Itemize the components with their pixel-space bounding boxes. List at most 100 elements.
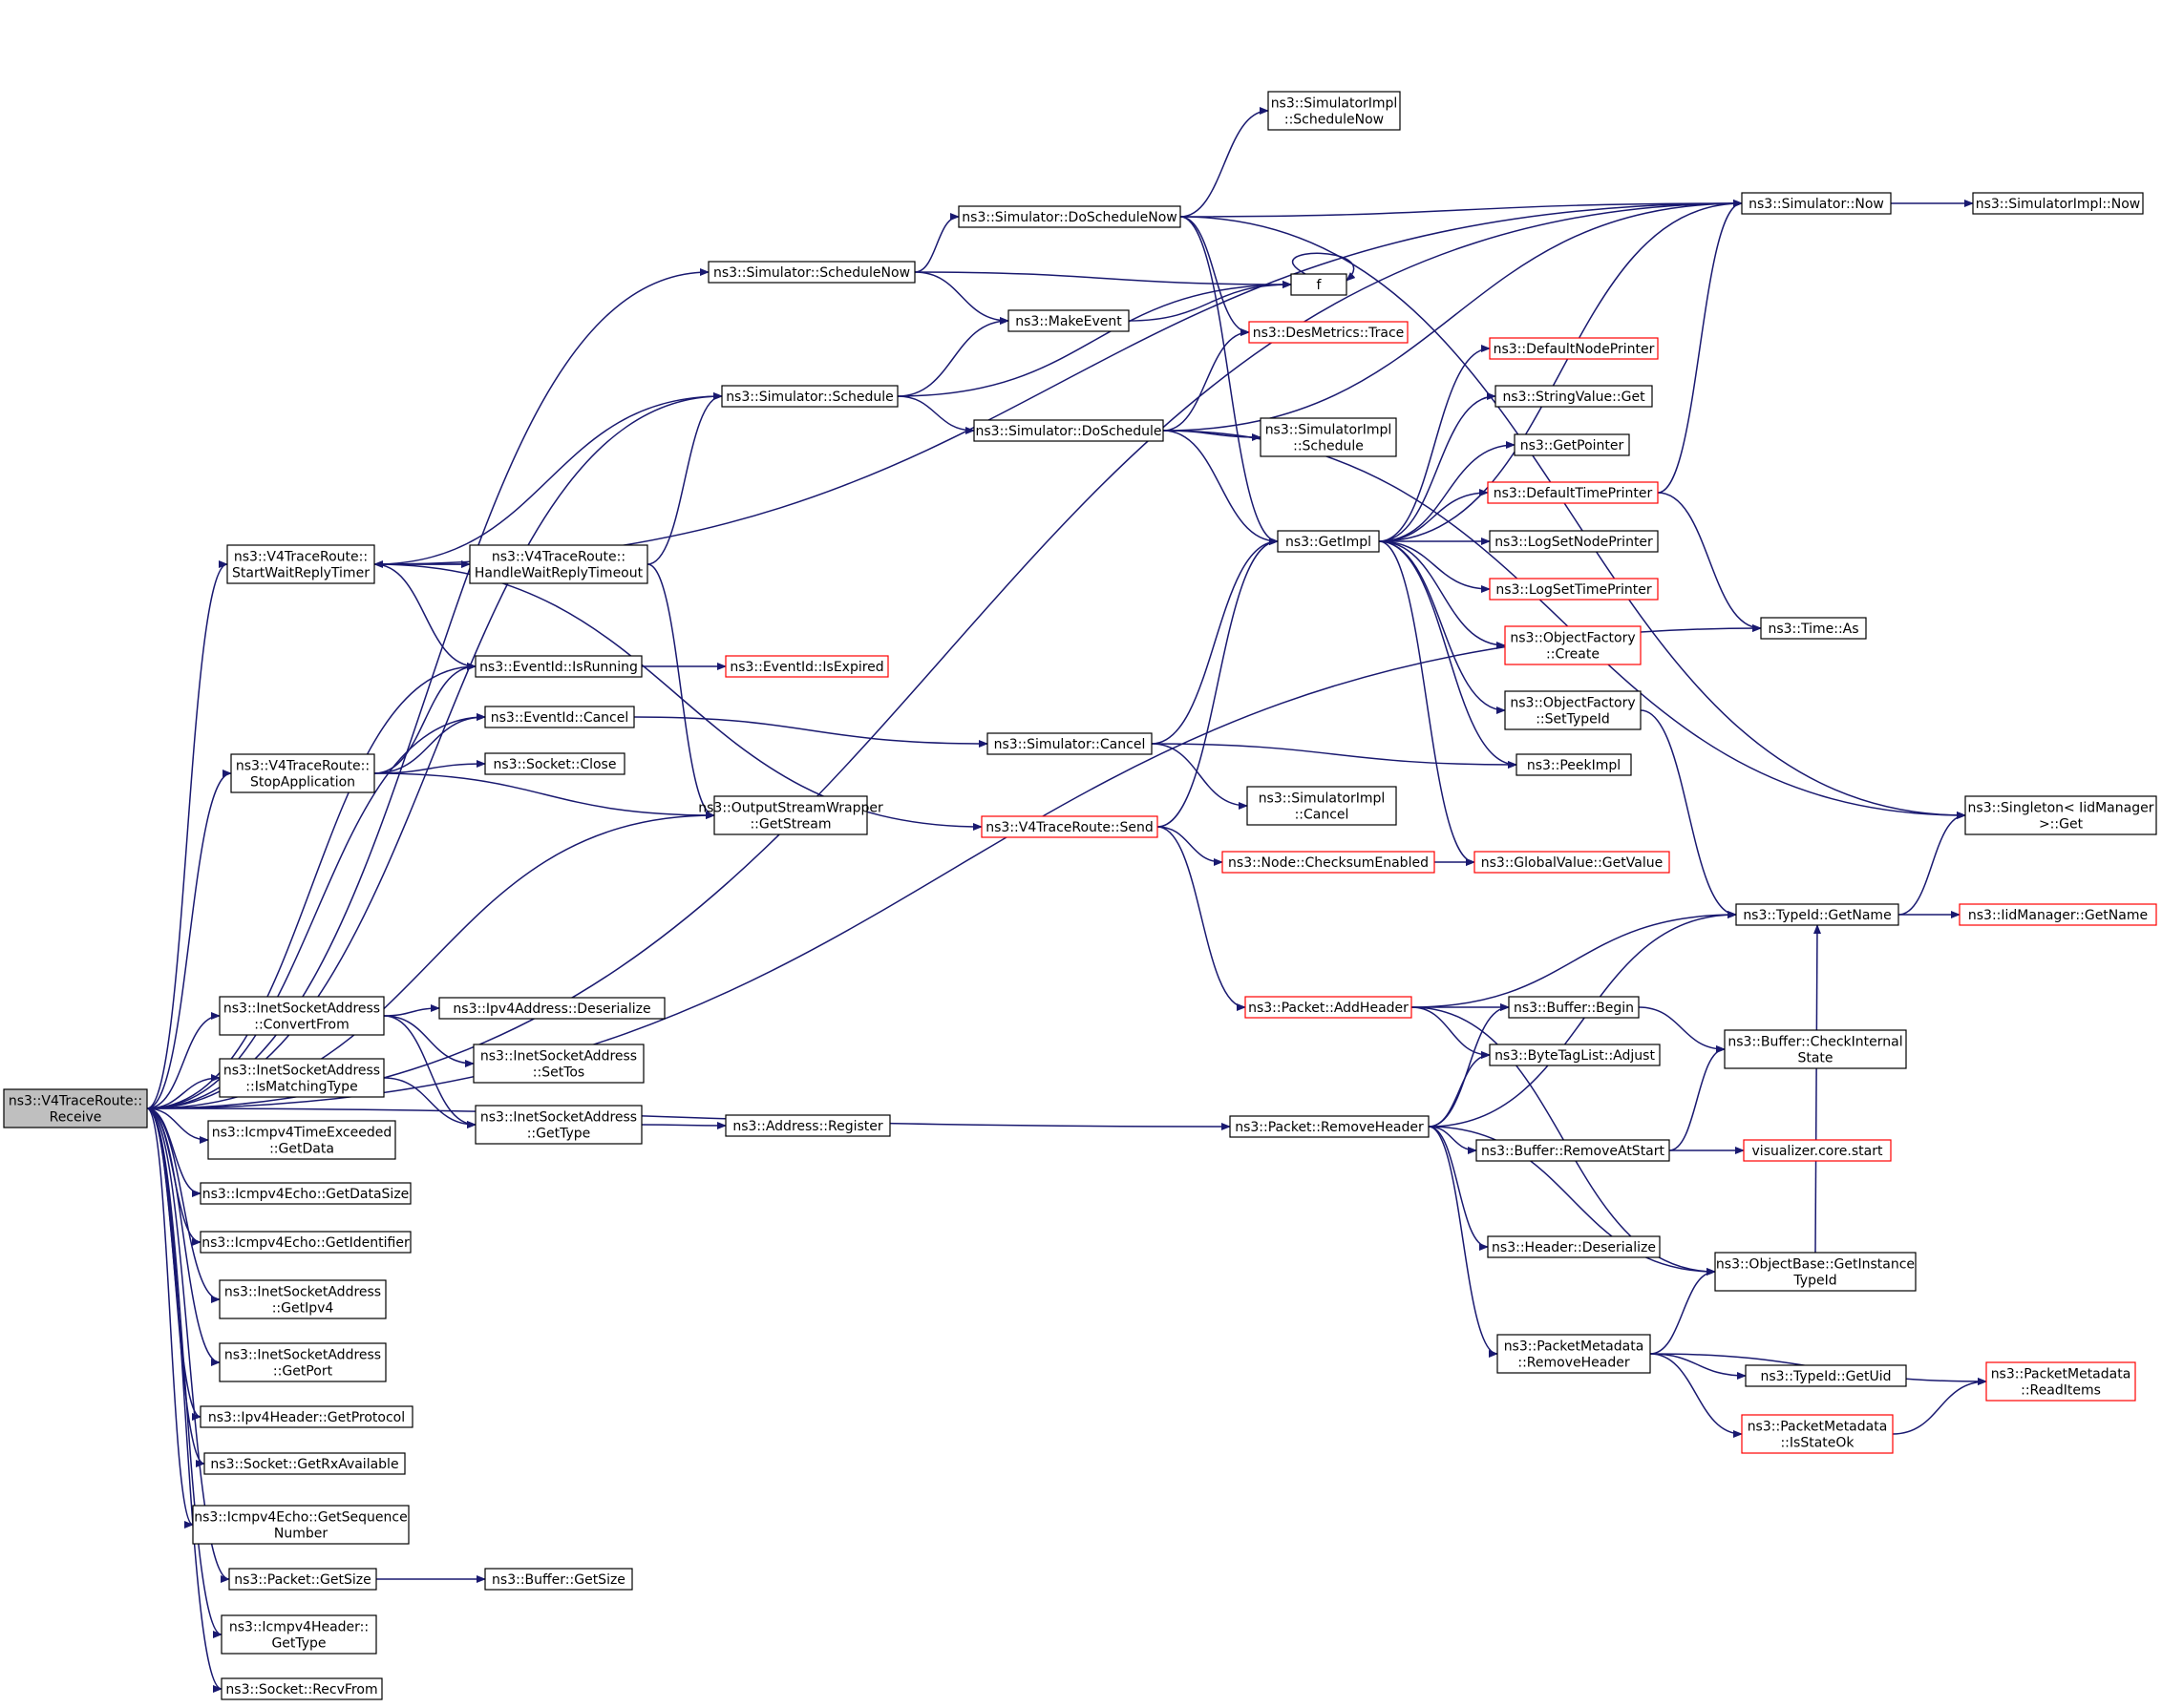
function-node-bufbegin[interactable]: ns3::Buffer::Begin: [1508, 996, 1640, 1019]
node-label-line: ns3::V4TraceRoute::: [236, 759, 370, 774]
function-node-sched[interactable]: ns3::Simulator::Schedule: [721, 385, 899, 408]
function-node-evcancel[interactable]: ns3::EventId::Cancel: [484, 706, 635, 728]
function-node-ismatching[interactable]: ns3::InetSocketAddress::IsMatchingType: [219, 1058, 385, 1098]
function-node-simnow[interactable]: ns3::Simulator::Now: [1741, 192, 1892, 215]
node-box: [981, 815, 1158, 838]
node-label-line: ns3::SimulatorImpl: [1265, 423, 1392, 438]
node-label-line: ::GetIpv4: [272, 1301, 334, 1317]
function-node-removeatstart[interactable]: ns3::Buffer::RemoveAtStart: [1475, 1139, 1670, 1162]
node-label-line: Number: [274, 1527, 328, 1542]
function-node-isstateok[interactable]: ns3::PacketMetadata::IsStateOk: [1741, 1414, 1894, 1454]
function-node-bufgetsize[interactable]: ns3::Buffer::GetSize: [484, 1568, 633, 1591]
function-node-dosched[interactable]: ns3::Simulator::DoSchedule: [973, 419, 1164, 442]
function-node-isexpired[interactable]: ns3::EventId::IsExpired: [725, 655, 889, 678]
node-label-line: ns3::TypeId::GetName: [1743, 908, 1891, 923]
function-node-getipv4[interactable]: ns3::InetSocketAddress::GetIpv4: [219, 1279, 387, 1319]
call-edge-root-to-schednow: [146, 268, 710, 1109]
function-node-sockclose[interactable]: ns3::Socket::Close: [484, 752, 625, 775]
call-edge-root-to-recvfrom: [146, 1107, 223, 1693]
call-edge-dosched-to-desmetrics: [1162, 328, 1250, 432]
function-node-peekimpl[interactable]: ns3::PeekImpl: [1516, 753, 1632, 776]
function-node-send[interactable]: ns3::V4TraceRoute::Send: [981, 815, 1158, 838]
function-node-implcancel[interactable]: ns3::SimulatorImpl::Cancel: [1246, 786, 1397, 826]
function-node-f[interactable]: f: [1290, 273, 1347, 296]
function-node-addheader[interactable]: ns3::Packet::AddHeader: [1244, 996, 1412, 1019]
function-node-vizstart[interactable]: visualizer.core.start: [1743, 1139, 1892, 1162]
function-node-bytetag[interactable]: ns3::ByteTagList::Adjust: [1489, 1044, 1661, 1066]
function-node-convertfrom[interactable]: ns3::InetSocketAddress::ConvertFrom: [219, 996, 385, 1036]
function-node-desmetrics[interactable]: ns3::DesMetrics::Trace: [1248, 321, 1409, 344]
function-node-logsetnode[interactable]: ns3::LogSetNodePrinter: [1489, 530, 1659, 553]
function-node-icmptimeexc[interactable]: ns3::Icmpv4TimeExceeded::GetData: [207, 1120, 396, 1160]
function-node-deftimeprinter[interactable]: ns3::DefaultTimePrinter: [1487, 481, 1659, 504]
function-node-makeevent[interactable]: ns3::MakeEvent: [1007, 309, 1130, 332]
function-node-isrunning[interactable]: ns3::EventId::IsRunning: [475, 655, 643, 678]
function-node-singleton[interactable]: ns3::Singleton< IidManager>::Get: [1964, 795, 2157, 835]
function-node-implnow[interactable]: ns3::SimulatorImpl::Now: [1972, 192, 2144, 215]
node-box: [725, 655, 889, 678]
function-node-getport[interactable]: ns3::InetSocketAddress::GetPort: [219, 1342, 387, 1382]
node-box: [3, 1088, 148, 1128]
node-box: [219, 1342, 387, 1382]
call-edge-evcancel-to-simcancel: [633, 716, 988, 748]
call-edge-bufbegin-to-checkinternal: [1638, 1006, 1726, 1053]
function-node-rxavail[interactable]: ns3::Socket::GetRxAvailable: [203, 1452, 406, 1475]
function-node-gvgetvalue[interactable]: ns3::GlobalValue::GetValue: [1473, 851, 1670, 874]
node-box: [1487, 1235, 1661, 1258]
function-node-echoident[interactable]: ns3::Icmpv4Echo::GetIdentifier: [200, 1231, 412, 1254]
node-box: [228, 1568, 377, 1591]
function-node-simcancel[interactable]: ns3::Simulator::Cancel: [986, 732, 1153, 755]
function-node-ipv4proto[interactable]: ns3::Ipv4Header::GetProtocol: [200, 1405, 413, 1428]
node-box: [1514, 433, 1630, 456]
function-node-checksum[interactable]: ns3::Node::ChecksumEnabled: [1221, 851, 1435, 874]
function-node-icmphdrtype[interactable]: ns3::Icmpv4Header::GetType: [221, 1614, 377, 1655]
node-box: [1229, 1115, 1430, 1138]
function-node-hdrdeser[interactable]: ns3::Header::Deserialize: [1487, 1235, 1661, 1258]
function-node-pmremovehdr[interactable]: ns3::PacketMetadata::RemoveHeader: [1496, 1334, 1651, 1374]
function-node-getstream[interactable]: ns3::OutputStreamWrapper::GetStream: [698, 795, 883, 835]
function-node-schednow[interactable]: ns3::Simulator::ScheduleNow: [708, 261, 916, 284]
call-edge-doschednow-to-singleton: [1179, 216, 1966, 819]
function-node-implschednow[interactable]: ns3::SimulatorImpl::ScheduleNow: [1267, 91, 1401, 131]
call-edge-getimpl-to-objsettypeid: [1378, 540, 1506, 714]
node-label-line: ::GetType: [527, 1127, 591, 1142]
function-node-getpointer[interactable]: ns3::GetPointer: [1514, 433, 1630, 456]
call-edge-root-to-evcancel: [146, 713, 486, 1109]
function-node-implsched[interactable]: ns3::SimulatorImpl::Schedule: [1260, 417, 1397, 457]
function-node-stopapp[interactable]: ns3::V4TraceRoute::StopApplication: [230, 753, 375, 793]
function-node-strget[interactable]: ns3::StringValue::Get: [1494, 385, 1653, 408]
function-node-objcreate[interactable]: ns3::ObjectFactory::Create: [1504, 625, 1642, 665]
function-node-startwait[interactable]: ns3::V4TraceRoute::StartWaitReplyTimer: [226, 544, 375, 584]
root-function-node: ns3::V4TraceRoute::Receive: [3, 1088, 148, 1128]
function-node-addrregister[interactable]: ns3::Address::Register: [725, 1114, 891, 1137]
node-box: [484, 1568, 633, 1591]
function-node-settos[interactable]: ns3::InetSocketAddress::SetTos: [473, 1044, 645, 1084]
function-node-defnodeprinter[interactable]: ns3::DefaultNodePrinter: [1489, 337, 1659, 360]
function-node-removeheader[interactable]: ns3::Packet::RemoveHeader: [1229, 1115, 1430, 1138]
call-edge-sched-to-f: [897, 281, 1292, 397]
call-edge-getimpl-to-defnodeprinter: [1378, 345, 1491, 542]
function-node-iidgetname[interactable]: ns3::IidManager::GetName: [1959, 903, 2157, 926]
function-node-getuid[interactable]: ns3::TypeId::GetUid: [1745, 1364, 1907, 1387]
function-node-readitems[interactable]: ns3::PacketMetadata::ReadItems: [1985, 1361, 2136, 1402]
function-node-pktgetsize[interactable]: ns3::Packet::GetSize: [228, 1568, 377, 1591]
function-node-inetgettype[interactable]: ns3::InetSocketAddress::GetType: [475, 1105, 643, 1145]
function-node-getimpl[interactable]: ns3::GetImpl: [1277, 530, 1380, 553]
function-node-typeidgetname[interactable]: ns3::TypeId::GetName: [1735, 903, 1899, 926]
node-box: [708, 261, 916, 284]
function-node-echodatasize[interactable]: ns3::Icmpv4Echo::GetDataSize: [200, 1182, 412, 1205]
function-node-ipv4deser[interactable]: ns3::Ipv4Address::Deserialize: [438, 997, 666, 1020]
node-label-line: ns3::Simulator::DoScheduleNow: [962, 210, 1176, 225]
function-node-recvfrom[interactable]: ns3::Socket::RecvFrom: [221, 1677, 383, 1700]
node-box: [1985, 1361, 2136, 1402]
function-node-doschednow[interactable]: ns3::Simulator::DoScheduleNow: [958, 205, 1181, 228]
function-node-logsettime[interactable]: ns3::LogSetTimePrinter: [1489, 578, 1659, 601]
call-edge-convertfrom-to-ipv4deser: [383, 1004, 440, 1017]
function-node-timeas[interactable]: ns3::Time::As: [1760, 617, 1867, 640]
function-node-objsettypeid[interactable]: ns3::ObjectFactory::SetTypeId: [1504, 690, 1642, 730]
function-node-handlewait[interactable]: ns3::V4TraceRoute::HandleWaitReplyTimeou…: [469, 544, 648, 584]
